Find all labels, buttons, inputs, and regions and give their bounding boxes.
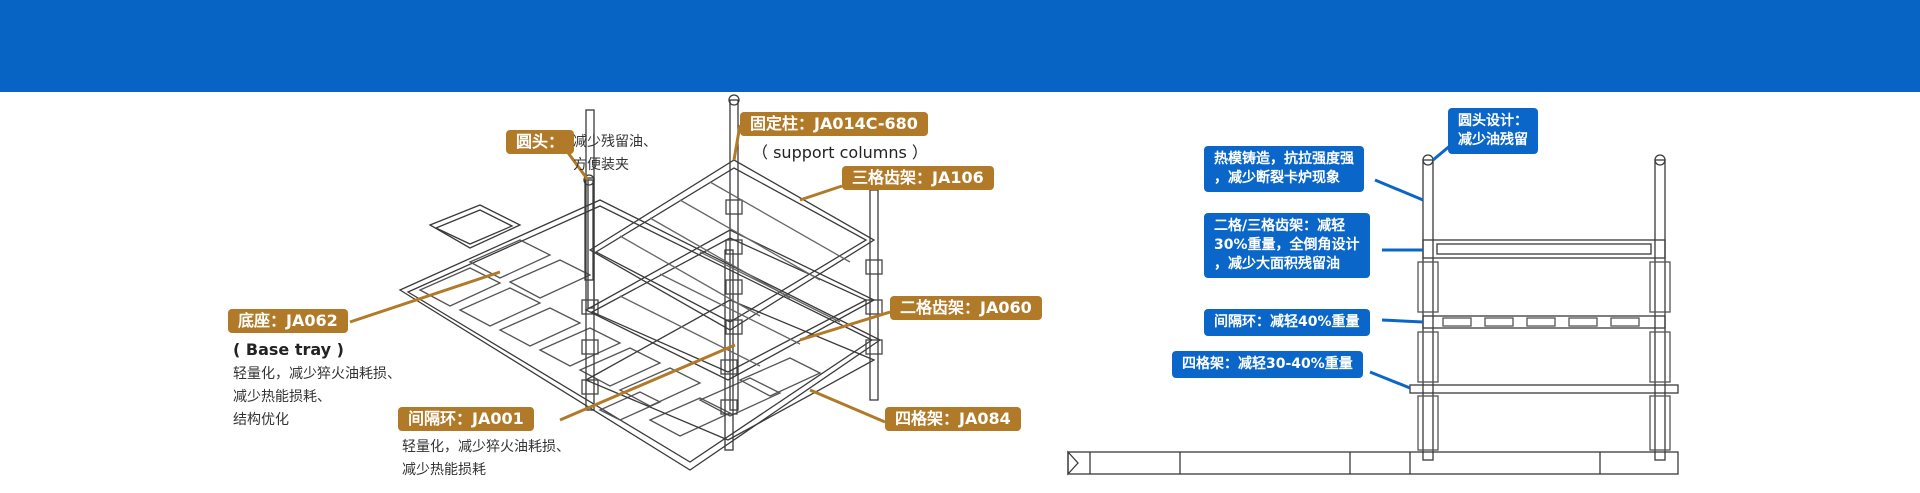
basket-assembly-drawing	[398, 94, 883, 471]
right-leader-lines	[1369, 138, 1458, 390]
spacer-ring-tag: 间隔环：JA001	[398, 407, 534, 431]
left-leader-lines	[349, 124, 891, 424]
three-slot-rack-tag: 三格齿架：JA106	[842, 166, 994, 190]
round-head-tag: 圆头：	[506, 130, 575, 154]
base-tray-tag: 底座：JA062	[228, 309, 348, 333]
support-columns-tag: 固定柱：JA014C-680	[740, 112, 928, 136]
racks-callout: 二格/三格齿架：减轻 30%重量，全倒角设计 ，减少大面积残留油	[1204, 213, 1370, 278]
spacer-ring-desc: 轻量化，减少猝火油耗损、 减少热能损耗	[402, 439, 570, 478]
elevation-drawing	[1067, 154, 1679, 476]
spacer-callout: 间隔环：减轻40%重量	[1204, 309, 1370, 336]
two-slot-rack-tag: 二格齿架：JA060	[890, 296, 1042, 320]
four-rack-callout: 四格架：减轻30-40%重量	[1172, 351, 1363, 378]
base-tray-sub: ( Base tray )	[233, 340, 344, 359]
base-tray-desc: 轻量化，减少猝火油耗损、 减少热能损耗、 结构优化	[233, 366, 401, 428]
four-slot-rack-tag: 四格架：JA084	[885, 407, 1021, 431]
header-banner	[0, 0, 1920, 92]
round-head-desc: 减少残留油、 方便装夹	[573, 134, 657, 173]
forging-callout: 热模铸造，抗拉强度强 ，减少断裂卡炉现象	[1204, 146, 1364, 192]
round-design-callout: 圆头设计： 减少油残留	[1448, 108, 1538, 154]
support-columns-sub: （ support columns ）	[752, 143, 928, 162]
